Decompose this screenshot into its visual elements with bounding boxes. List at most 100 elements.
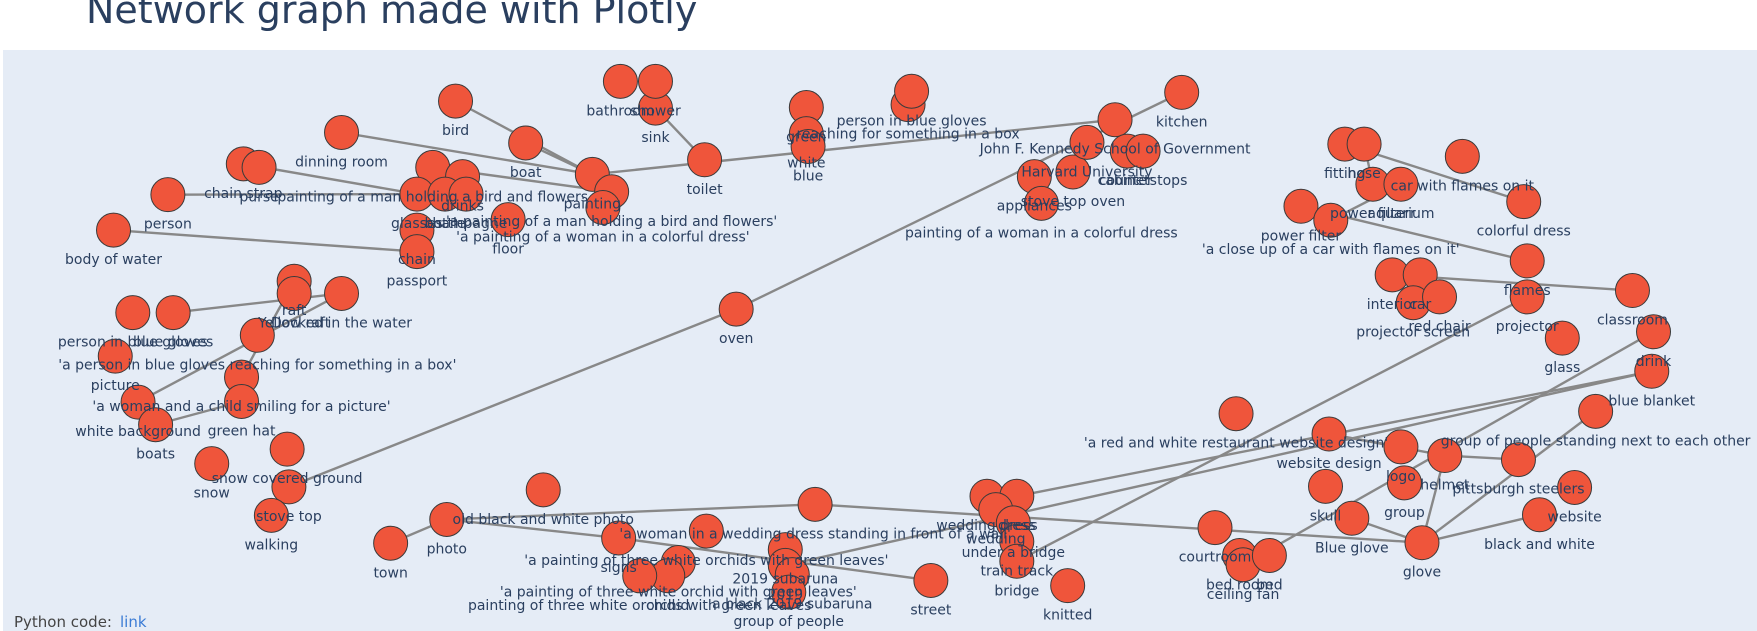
node-97[interactable] [1522,497,1558,533]
node-label-11: champagne [425,216,508,232]
node-80[interactable] [1509,243,1545,279]
node-label-73: hose [1347,166,1380,182]
node-50[interactable] [637,63,673,99]
node-21[interactable] [115,295,151,331]
node-label-61: train track [980,564,1054,580]
node-71[interactable] [1023,185,1059,221]
node-label-47: oven [719,331,753,347]
node-37[interactable] [688,513,724,549]
node-label-102: courtroom [1179,550,1252,566]
node-101[interactable] [1404,525,1440,561]
node-33[interactable] [373,525,409,561]
node-label-35: old black and white photo [453,512,634,528]
node-100[interactable] [1334,500,1370,536]
node-91[interactable] [1218,396,1254,432]
node-17[interactable] [399,234,435,270]
node-90[interactable] [1578,393,1614,429]
node-27[interactable] [138,407,174,443]
node-67[interactable] [1097,102,1133,138]
edge-10 [137,292,343,404]
node-69[interactable] [1125,133,1161,169]
node-5[interactable] [150,177,186,213]
edge-28 [1421,513,1540,544]
node-36[interactable] [601,520,637,556]
node-96[interactable] [1557,469,1593,505]
node-79[interactable] [1506,184,1542,220]
node-4[interactable] [241,149,277,185]
node-19[interactable] [276,275,312,311]
node-87[interactable] [1544,320,1580,356]
node-76[interactable] [1383,166,1419,202]
node-84[interactable] [1422,279,1458,315]
node-93[interactable] [1383,429,1419,465]
node-56[interactable] [894,73,930,109]
node-label-77: power filter [1261,228,1342,244]
node-label-57: wedding dress [936,518,1037,534]
node-20[interactable] [324,275,360,311]
node-51[interactable] [687,142,723,178]
node-label-88: drink [1636,354,1672,370]
node-88[interactable] [1636,314,1672,350]
node-99[interactable] [1386,465,1422,501]
node-label-76: aquarium [1367,206,1434,222]
node-0[interactable] [324,115,360,151]
node-46[interactable] [913,562,949,598]
node-62[interactable] [999,543,1035,579]
node-92[interactable] [1311,416,1347,452]
node-44[interactable] [771,574,807,610]
node-40[interactable] [622,558,658,594]
node-102[interactable] [1197,510,1233,546]
python-code-link[interactable]: link [120,613,147,631]
node-105[interactable] [1251,537,1287,573]
node-11[interactable] [448,176,484,212]
node-54[interactable] [790,128,826,164]
node-47[interactable] [718,291,754,327]
node-24[interactable] [97,338,133,374]
node-23[interactable] [239,317,275,353]
node-31[interactable] [271,469,307,505]
node-35[interactable] [525,472,561,508]
node-label-63: knitted [1043,608,1092,624]
node-label-64: appliances [997,199,1072,215]
node-45[interactable] [797,486,833,522]
node-63[interactable] [1050,568,1086,604]
node-86[interactable] [1614,273,1650,309]
node-28[interactable] [224,384,260,420]
node-label-26: white background [75,424,201,440]
node-label-29: snow covered ground [212,471,363,487]
node-label-23: 'a person in blue gloves reaching for so… [58,357,456,373]
node-66[interactable] [1069,124,1105,160]
node-1[interactable] [438,83,474,119]
node-30[interactable] [194,446,230,482]
node-label-105: bed [1256,577,1282,593]
node-22[interactable] [155,295,191,331]
node-15[interactable] [490,202,526,238]
node-65[interactable] [1055,154,1091,190]
node-14[interactable] [585,189,621,225]
node-label-101: glove [1403,565,1441,581]
node-94[interactable] [1427,438,1463,474]
node-70[interactable] [1164,74,1200,110]
node-label-22: blue gloves [133,335,213,351]
node-2[interactable] [508,125,544,161]
node-label-24: picture [91,378,140,394]
node-74[interactable] [1444,138,1480,174]
node-48[interactable] [602,63,638,99]
node-label-83: projector screen [1356,325,1470,341]
node-85[interactable] [1509,279,1545,315]
node-6[interactable] [96,212,132,248]
node-98[interactable] [1308,468,1344,504]
node-label-81: interior [1367,297,1418,313]
node-29[interactable] [269,431,305,467]
node-32[interactable] [253,497,289,533]
node-73[interactable] [1346,126,1382,162]
node-34[interactable] [429,501,465,537]
node-77[interactable] [1283,188,1319,224]
node-89[interactable] [1634,353,1670,389]
node-78[interactable] [1313,202,1349,238]
node-label-50: shower [630,103,681,119]
node-95[interactable] [1500,442,1536,478]
node-label-97: black and white [1484,537,1595,553]
